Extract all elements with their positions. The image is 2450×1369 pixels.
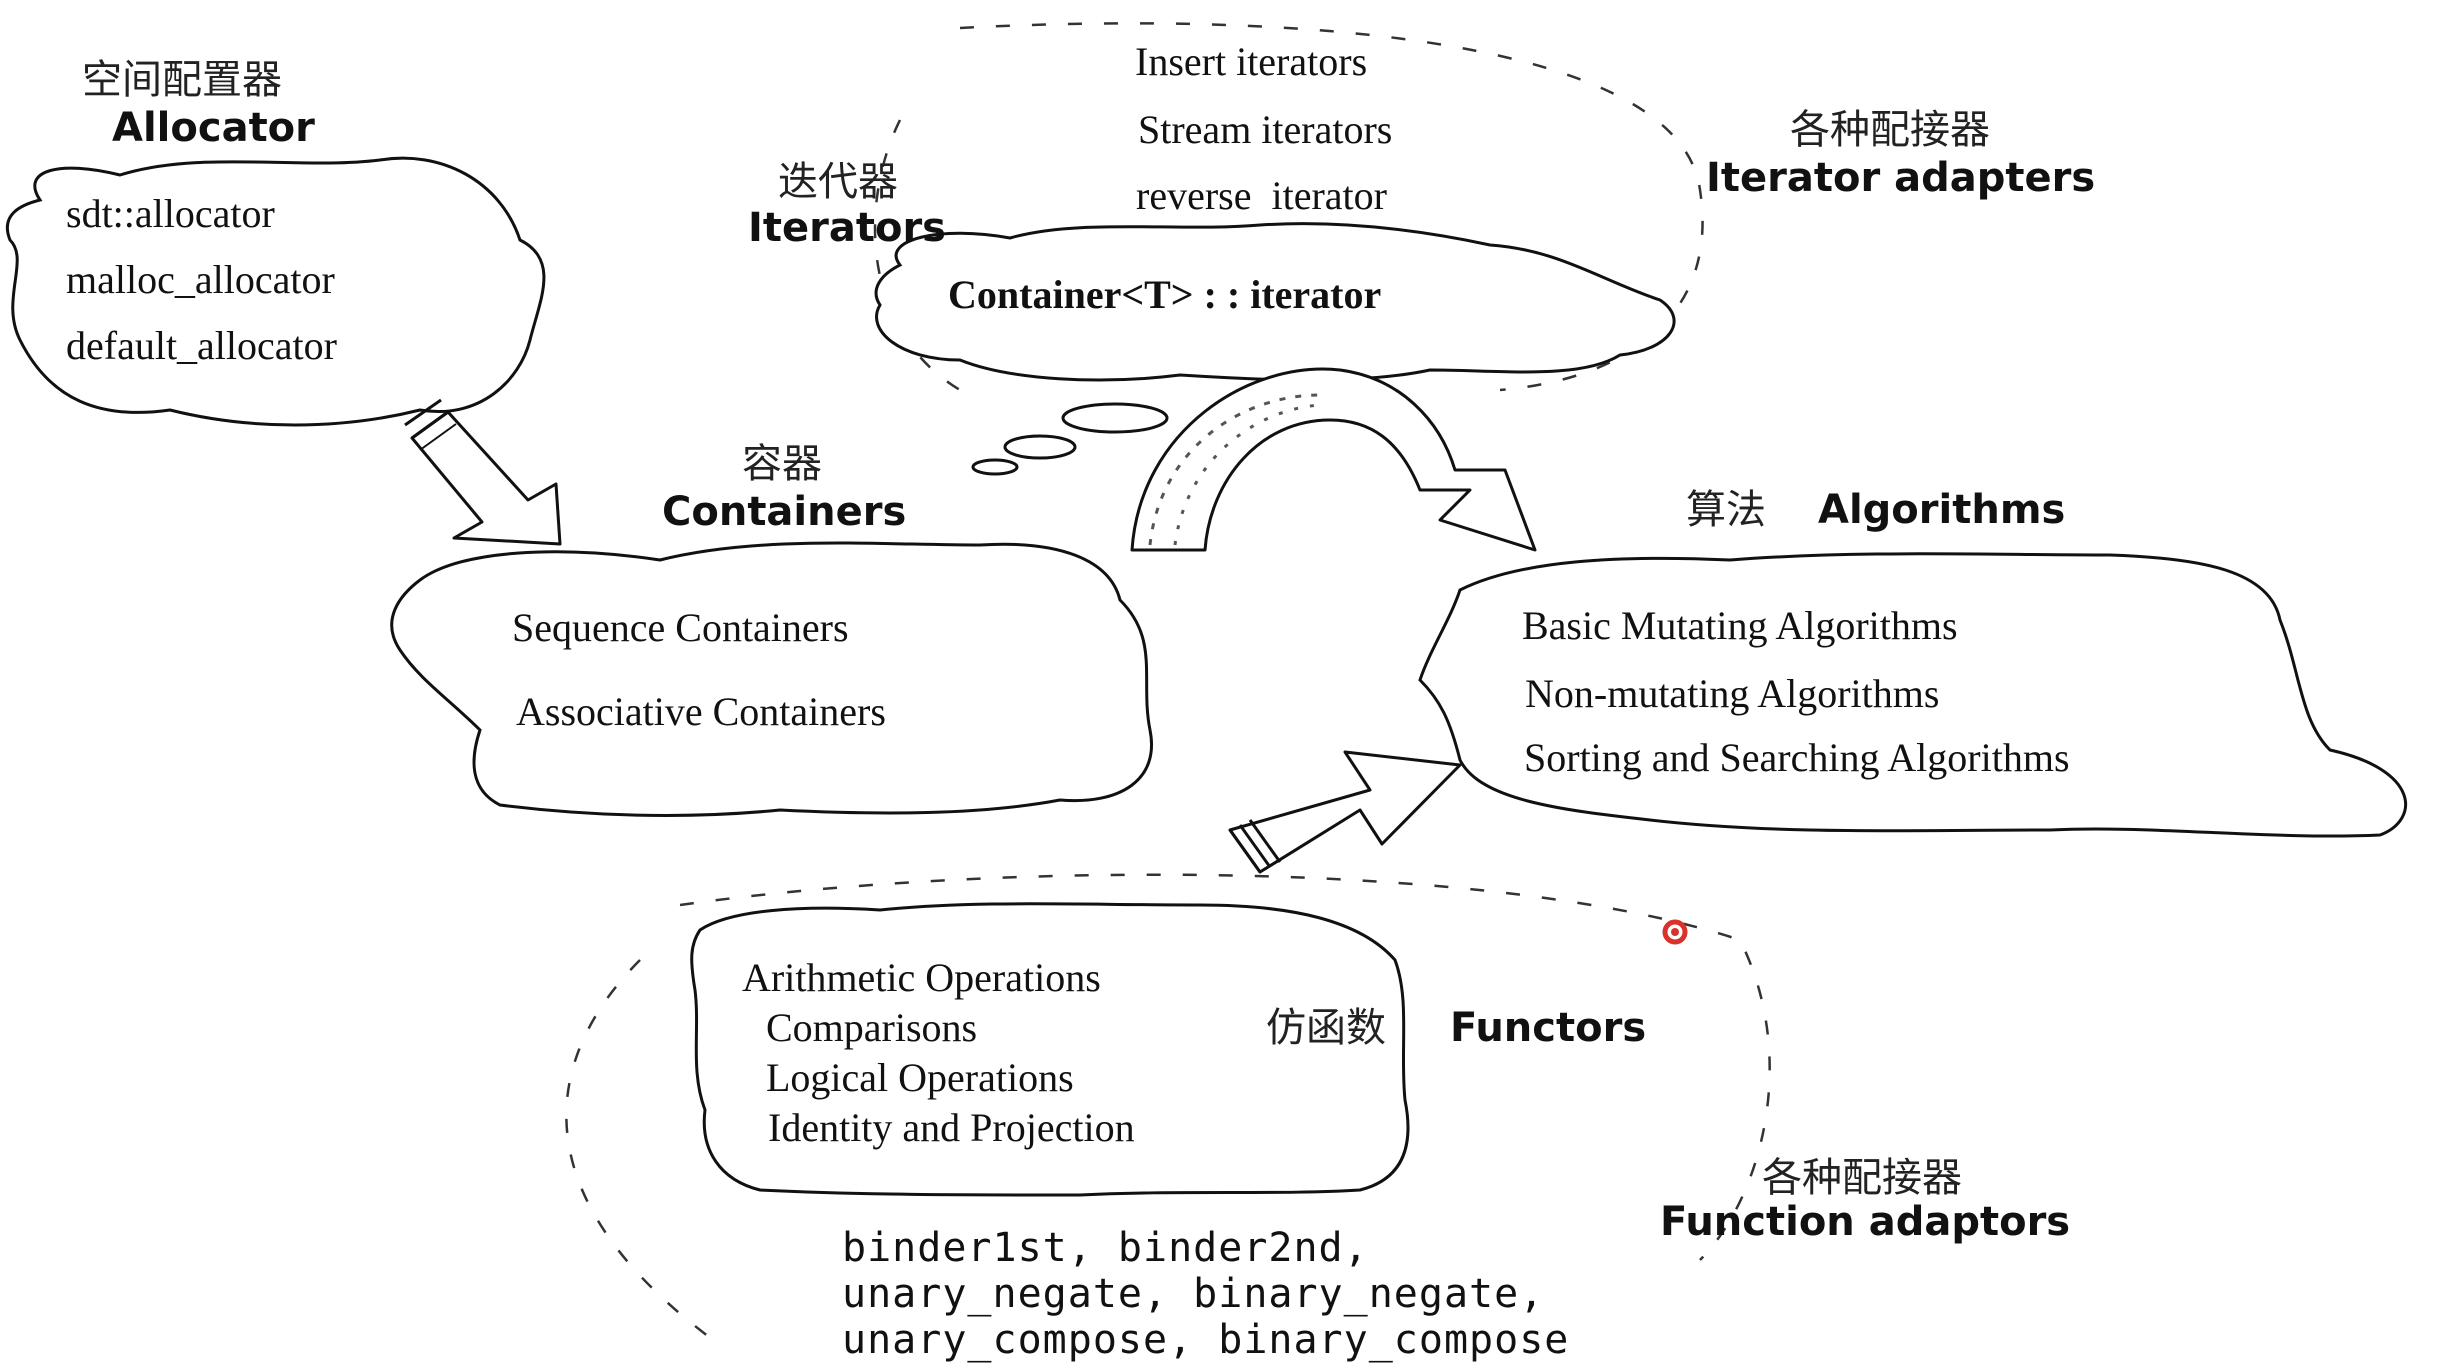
iterator-cloud-label: Container<T> : : iterator bbox=[948, 272, 1382, 317]
algorithm-item: Basic Mutating Algorithms bbox=[1522, 603, 1958, 648]
functor-item: Logical Operations bbox=[766, 1055, 1074, 1100]
arrow-functors-to-algorithms bbox=[1228, 750, 1462, 874]
iterator-adapters-boundary-left bbox=[873, 119, 961, 392]
algorithm-item: Sorting and Searching Algorithms bbox=[1524, 735, 2070, 780]
algorithm-item: Non-mutating Algorithms bbox=[1525, 671, 1940, 716]
thought-bubble-1 bbox=[1061, 402, 1169, 434]
iterator-adapter-item: reverse iterator bbox=[1136, 173, 1387, 218]
iterator-cloud bbox=[874, 222, 1676, 382]
iterator-adapter-item: Stream iterators bbox=[1138, 107, 1393, 152]
containers-title-zh: 容器 bbox=[742, 441, 822, 487]
iterators-title-en: Iterators bbox=[748, 205, 946, 251]
arrow-allocator-to-containers bbox=[404, 398, 562, 546]
iterator-adapter-item: Insert iterators bbox=[1135, 39, 1368, 84]
functor-item: Identity and Projection bbox=[768, 1105, 1135, 1150]
allocator-item: malloc_allocator bbox=[66, 257, 335, 302]
allocator-cloud bbox=[5, 156, 546, 427]
functor-item: Comparisons bbox=[766, 1005, 978, 1050]
functors-title-en: Functors bbox=[1450, 1005, 1647, 1051]
function-adaptors-title-zh: 各种配接器 bbox=[1762, 1155, 1962, 1201]
allocator-title-zh: 空间配置器 bbox=[82, 57, 282, 103]
algorithms-title-zh: 算法 bbox=[1686, 487, 1766, 533]
functors-cloud bbox=[690, 902, 1410, 1197]
arrow-iterators-to-algorithms bbox=[1130, 367, 1537, 552]
thought-bubble-2 bbox=[1003, 434, 1077, 460]
iterator-adapters-title-zh: 各种配接器 bbox=[1790, 107, 1990, 153]
containers-title-en: Containers bbox=[662, 489, 907, 535]
function-adaptor-code: unary_negate, binary_negate, bbox=[842, 1271, 1545, 1317]
iterator-adapters-title-en: Iterator adapters bbox=[1706, 155, 2096, 201]
algorithms-cloud bbox=[1418, 552, 2407, 838]
function-adaptors-boundary-left bbox=[565, 959, 721, 1347]
containers-cloud bbox=[390, 541, 1153, 817]
allocator-item: sdt::allocator bbox=[66, 191, 275, 236]
function-adaptor-code: unary_compose, binary_compose bbox=[842, 1317, 1570, 1363]
container-item: Sequence Containers bbox=[512, 605, 849, 650]
cursor-dot bbox=[1662, 919, 1688, 945]
thought-bubble-3 bbox=[971, 458, 1019, 476]
container-item: Associative Containers bbox=[516, 689, 886, 734]
function-adaptor-code: binder1st, binder2nd, bbox=[842, 1225, 1369, 1271]
function-adaptors-title-en: Function adaptors bbox=[1660, 1199, 2071, 1245]
allocator-item: default_allocator bbox=[66, 323, 337, 368]
allocator-title-en: Allocator bbox=[112, 105, 315, 151]
iterators-title-zh: 迭代器 bbox=[778, 159, 898, 205]
functors-title-zh: 仿函数 bbox=[1266, 1005, 1386, 1051]
algorithms-title-en: Algorithms bbox=[1818, 487, 2066, 533]
functor-item: Arithmetic Operations bbox=[742, 955, 1101, 1000]
